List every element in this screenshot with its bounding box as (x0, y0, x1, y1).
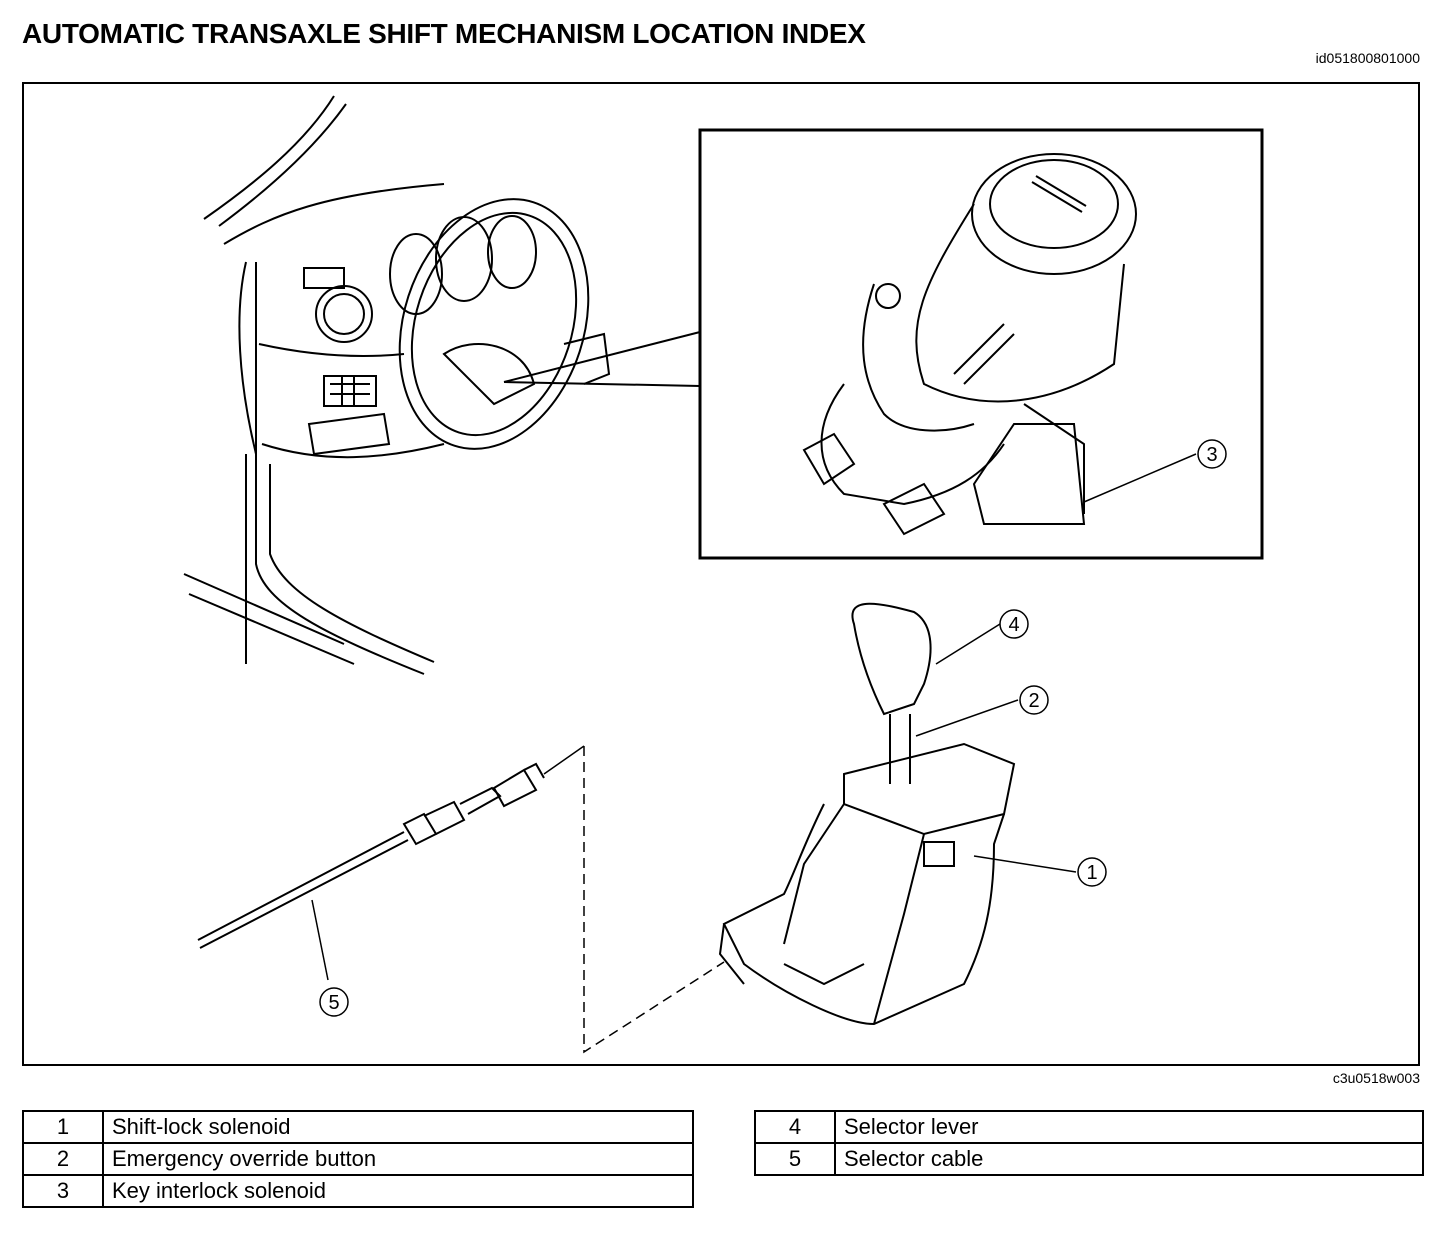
figure-id: c3u0518w003 (1332, 1070, 1420, 1086)
location-diagram: 1 2 3 4 5 (22, 82, 1420, 1066)
legend-row: 4 Selector lever (754, 1110, 1424, 1144)
inset-frame (698, 128, 1264, 560)
svg-text:5: 5 (328, 992, 339, 1014)
legend-table-left: 1 Shift-lock solenoid 2 Emergency overri… (22, 1110, 694, 1208)
key-cylinder-illustration (802, 153, 1137, 536)
legend-number: 4 (754, 1110, 836, 1144)
legend-label: Emergency override button (102, 1142, 694, 1176)
legend-row: 5 Selector cable (754, 1142, 1424, 1176)
callout-4: 4 (999, 609, 1029, 639)
legend-label: Key interlock solenoid (102, 1174, 694, 1208)
document-id: id051800801000 (1315, 50, 1420, 66)
legend-number: 5 (754, 1142, 836, 1176)
page-title: AUTOMATIC TRANSAXLE SHIFT MECHANISM LOCA… (22, 18, 866, 49)
callout-leaders (311, 453, 1197, 981)
legend-label: Shift-lock solenoid (102, 1110, 694, 1144)
svg-text:3: 3 (1206, 444, 1217, 466)
legend-row: 2 Emergency override button (22, 1142, 694, 1176)
legend-table-right: 4 Selector lever 5 Selector cable (754, 1110, 1424, 1176)
callout-5: 5 (319, 987, 349, 1017)
legend-row: 1 Shift-lock solenoid (22, 1110, 694, 1144)
callout-2: 2 (1019, 685, 1049, 715)
legend-number: 1 (22, 1110, 104, 1144)
svg-text:4: 4 (1008, 614, 1019, 636)
legend-number: 3 (22, 1174, 104, 1208)
callout-3: 3 (1197, 439, 1227, 469)
dashboard-illustration (183, 95, 611, 675)
cable-illustration (197, 745, 725, 1054)
callout-1: 1 (1077, 857, 1107, 887)
legend-label: Selector cable (834, 1142, 1424, 1176)
zoom-lines (503, 331, 701, 387)
svg-text:2: 2 (1028, 690, 1039, 712)
svg-text:1: 1 (1086, 862, 1097, 884)
legend-number: 2 (22, 1142, 104, 1176)
shifter-illustration (718, 602, 1016, 1026)
legend-label: Selector lever (834, 1110, 1424, 1144)
legend-row: 3 Key interlock solenoid (22, 1174, 694, 1208)
